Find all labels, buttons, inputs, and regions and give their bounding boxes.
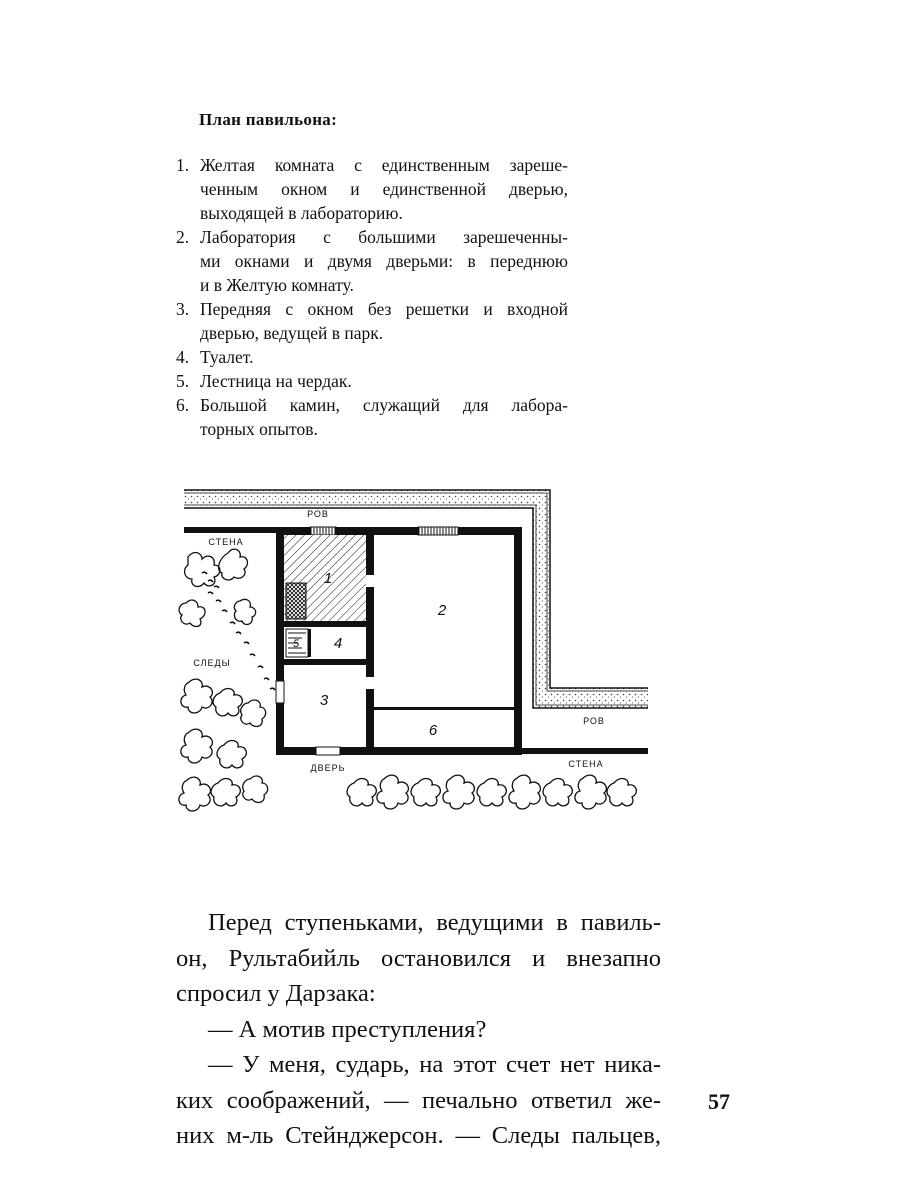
body-line: спросил у Дарзака:: [176, 980, 376, 1007]
yellow-room-window: [309, 526, 337, 536]
legend-item-2: 2. Лаборатория с большими зарешеченны- м…: [176, 225, 568, 297]
room-label-5: 5: [293, 638, 300, 650]
legend-item-line: Туалет.: [200, 347, 254, 367]
legend-item-4: 4. Туалет.: [176, 345, 568, 369]
room-label-6: 6: [429, 722, 438, 739]
legend-item-line: и в Желтую комнату.: [200, 275, 354, 295]
bushes-left: [178, 548, 269, 812]
vestibule-lab-door: [366, 677, 374, 689]
laboratory-window: [417, 526, 459, 536]
legend-item-3: 3. Передняя с окном без решетки и входно…: [176, 297, 568, 345]
entrance-door: [315, 746, 341, 756]
footprints-label: СЛЕДЫ: [193, 658, 230, 668]
body-line: Перед ступеньками, ведущими в павиль-: [208, 909, 661, 936]
legend-item-line: выходящей в лабораторию.: [200, 203, 403, 223]
body-line: них м-ль Стейнджерсон. — Следы пальцев,: [176, 1122, 661, 1149]
legend-item-line: Желтая комната с единственным зареше-: [200, 155, 568, 175]
legend-item-number: 4.: [176, 347, 190, 367]
legend-item-line: дверью, ведущей в парк.: [200, 323, 384, 343]
page-number: 57: [708, 1089, 730, 1114]
yellow-room-furniture: [285, 582, 307, 620]
legend-item-line: торных опытов.: [200, 419, 318, 439]
body-line: он, Рультабийль остановился и внезапно: [176, 944, 661, 972]
footprints-trail: [201, 571, 276, 691]
moat: [184, 489, 648, 709]
body-text: Перед ступеньками, ведущими в павиль- он…: [176, 905, 661, 1154]
vestibule-window: [275, 680, 285, 704]
body-line: ких соображений, — печально ответил же-: [176, 1086, 661, 1114]
legend-item-line: ченным окном и единственной дверью,: [200, 179, 568, 199]
yellow-room-door: [366, 575, 374, 587]
legend-item-number: 6.: [176, 395, 190, 415]
legend-item-number: 2.: [176, 227, 190, 247]
wall-label-left: СТЕНА: [208, 537, 243, 547]
pavilion-floor-plan: 1 2 3 4 5 6 РОВ РОВ СТЕНА СТЕНА СЛЕДЫ ДВ…: [178, 489, 648, 812]
room-label-1: 1: [324, 570, 332, 587]
plan-caption-title: План павильона:: [199, 110, 338, 129]
legend-item-6: 6. Большой камин, служащий для лабора- т…: [176, 393, 568, 441]
body-line: — У меня, сударь, на этот счет нет ника-: [208, 1051, 661, 1078]
pavilion-building: [276, 527, 522, 755]
attic-staircase: [285, 628, 311, 658]
door-label: ДВЕРЬ: [310, 763, 345, 773]
moat-label-top: РОВ: [307, 509, 329, 519]
plan-legend-list: 1. Желтая комната с единственным зареше-…: [176, 153, 568, 441]
legend-item-number: 5.: [176, 371, 190, 391]
legend-item-line: ми окнами и двумя дверьми: в переднюю: [200, 251, 568, 271]
body-line: — А мотив преступления?: [208, 1015, 487, 1043]
legend-item-number: 3.: [176, 299, 190, 319]
legend-item-line: Передняя с окном без решетки и входной: [200, 299, 568, 319]
room-label-4: 4: [334, 635, 342, 652]
legend-item-line: Лаборатория с большими зарешеченны-: [200, 227, 568, 247]
legend-item-line: Лестница на чердак.: [200, 371, 352, 391]
legend-item-line: Большой камин, служащий для лабора-: [200, 395, 568, 415]
bushes-bottom: [346, 774, 638, 810]
legend-item-1: 1. Желтая комната с единственным зареше-…: [176, 153, 568, 225]
legend-item-5: 5. Лестница на чердак.: [176, 369, 568, 393]
room-label-3: 3: [320, 692, 329, 709]
moat-label-right: РОВ: [583, 716, 605, 726]
wall-label-right: СТЕНА: [568, 759, 603, 769]
room-label-2: 2: [437, 602, 447, 619]
park-wall: [184, 527, 648, 754]
legend-item-number: 1.: [176, 155, 190, 175]
